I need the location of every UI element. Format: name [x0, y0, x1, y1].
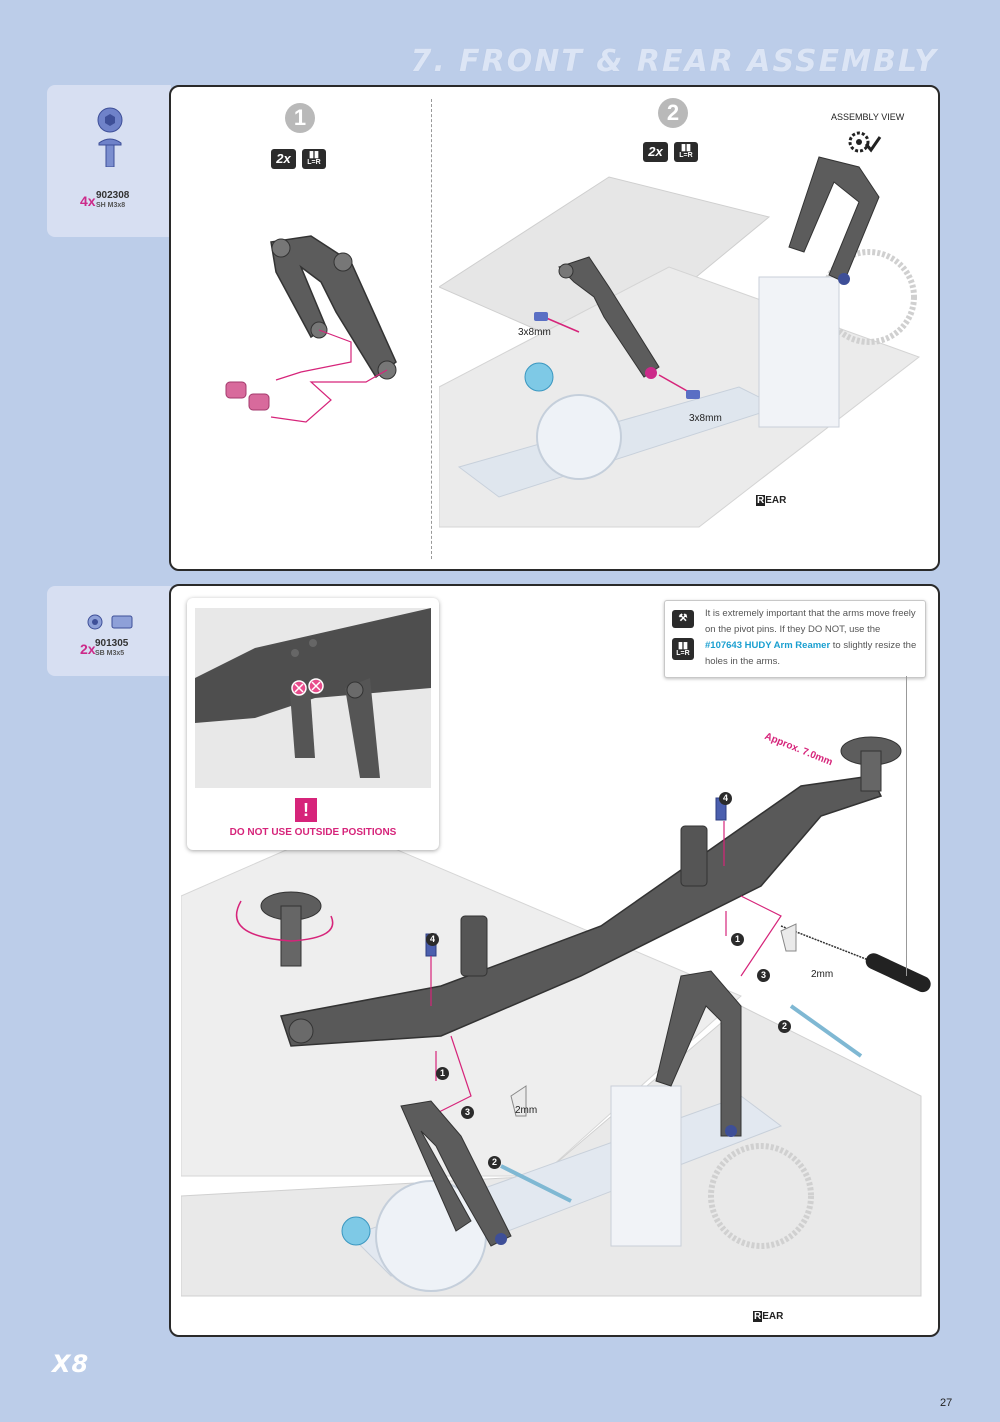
ball-and-stud-icon: [87, 614, 133, 630]
step2-illustration: [439, 156, 921, 528]
left-right-same-icon: ▮▮ L=R: [672, 638, 694, 660]
parts-tab-top: 4x 902308 SH M3x8: [47, 85, 171, 237]
body-post-illustration: [181, 736, 931, 1297]
callout-3: 3: [757, 969, 770, 982]
page-title: 7. FRONT & REAR ASSEMBLY: [410, 44, 938, 79]
part-number: 902308: [96, 190, 130, 201]
part-description: SB M3x5: [95, 650, 125, 657]
lr-label: L=R: [676, 650, 690, 657]
part-quantity: 2x: [80, 641, 96, 657]
screw-size-label: 3x8mm: [518, 327, 551, 338]
page-number: 27: [940, 1397, 953, 1409]
x8-logo: X8: [52, 1350, 90, 1378]
rear-label: REAR: [756, 495, 787, 506]
rear-label: REAR: [753, 1311, 784, 1322]
screw-size-label: 3x8mm: [689, 413, 722, 424]
warning-inset: 2x ▮▮ L=R ! DO NOT USE OUTSIDE POSITIONS: [187, 598, 439, 850]
button-head-screw-icon: [97, 107, 123, 167]
callout-1: 1: [436, 1067, 449, 1080]
quantity-badge: 2x: [643, 142, 668, 162]
callout-4: 4: [426, 933, 439, 946]
step1-illustration: [225, 235, 397, 423]
note-line: #107643 HUDY Arm Reamer to slightly resi…: [705, 638, 923, 654]
callout-2: 2: [488, 1156, 501, 1169]
lr-label: L=R: [679, 152, 693, 159]
callout-3: 3: [461, 1106, 474, 1119]
left-right-same-icon: ▮▮ L=R: [302, 149, 326, 169]
gap-label: 2mm: [811, 969, 834, 980]
warning-inset-illustration: [195, 608, 431, 788]
note-line: on the pivot pins. If they DO NOT, use t…: [705, 624, 881, 635]
part-quantity: 4x: [80, 193, 96, 209]
left-right-same-icon: ▮▮ L=R: [674, 142, 698, 162]
callout-1: 1: [731, 933, 744, 946]
arm-reamer-link[interactable]: #107643 HUDY Arm Reamer: [705, 640, 831, 651]
lr-label: L=R: [307, 159, 321, 166]
important-note: ⚒ ▮▮ L=R It is extremely important that …: [664, 600, 926, 678]
step-number-1: 1: [285, 103, 315, 133]
part-description: SH M3x8: [96, 202, 126, 209]
note-line-rest: to slightly resize the: [830, 640, 917, 651]
assembly-view-label: ASSEMBLY VIEW: [831, 112, 905, 122]
part-number: 901305: [95, 638, 129, 649]
callout-2: 2: [778, 1020, 791, 1033]
note-text: It is extremely important that the arms …: [705, 606, 923, 670]
exclamation-icon: !: [295, 798, 317, 822]
reamer-tool-icon: ⚒: [672, 610, 694, 628]
step-panel-top: 1 2x ▮▮ L=R 2 2x ▮▮ L=R ASSEMBLY VIEW: [169, 85, 940, 571]
quantity-badge: 2x: [271, 149, 296, 169]
gear-check-icon: [848, 131, 882, 153]
callout-4: 4: [719, 792, 732, 805]
warning-text: DO NOT USE OUTSIDE POSITIONS: [229, 827, 397, 838]
note-leader-line: [906, 676, 907, 976]
note-line: It is extremely important that the arms …: [705, 608, 916, 619]
note-line: holes in the arms.: [705, 656, 780, 667]
step-panel-bottom: 4 4 1 1 3 3 2 2 2mm 2mm Approx. 7.0mm AR…: [169, 584, 940, 1337]
panel-divider: [431, 99, 432, 559]
parts-tab-bottom: 2x 901305 SB M3x5: [47, 586, 171, 676]
step-number-2: 2: [658, 98, 688, 128]
gap-label: 2mm: [515, 1105, 538, 1116]
